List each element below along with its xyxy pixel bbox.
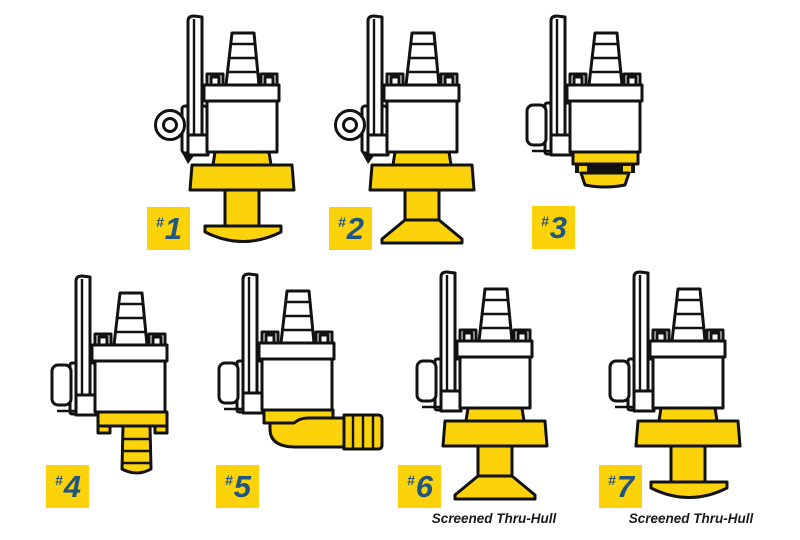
- hose-barb-down: [96, 410, 169, 475]
- item-3-number-badge: # 3: [532, 206, 575, 249]
- valve-upper-assembly: [241, 272, 336, 415]
- valve-upper-assembly: [186, 14, 281, 157]
- item-number: 7: [616, 469, 634, 504]
- item-7-number-badge: # 7: [599, 465, 642, 508]
- hash-symbol: #: [540, 213, 549, 229]
- screened-thru-hull-caption-7: Screened Thru-Hull: [628, 511, 754, 526]
- item-5-number-badge: # 5: [216, 465, 259, 508]
- item-4-number-badge: # 4: [46, 465, 89, 508]
- hash-symbol: #: [406, 472, 415, 488]
- valve-upper-assembly: [632, 270, 727, 413]
- mushroom-thru-hull: [188, 150, 296, 243]
- item-6-number-badge: # 6: [398, 465, 441, 508]
- hash-symbol: #: [224, 472, 233, 488]
- valve-upper-assembly: [549, 14, 644, 157]
- cone-thru-hull: [368, 150, 476, 245]
- item-number: 4: [63, 469, 81, 504]
- mushroom-thru-hull: [634, 406, 742, 499]
- item-number: 6: [415, 469, 433, 504]
- valve-upper-assembly: [74, 274, 169, 417]
- item-number: 5: [233, 469, 251, 504]
- elbow-hose-barb: [262, 408, 384, 451]
- valve-upper-assembly: [366, 14, 461, 157]
- item-1-number-badge: # 1: [147, 207, 190, 250]
- hash-symbol: #: [337, 214, 346, 230]
- item-number: 3: [549, 210, 567, 245]
- hash-symbol: #: [155, 214, 164, 230]
- item-2-number-badge: # 2: [329, 207, 372, 250]
- hash-symbol: #: [607, 472, 616, 488]
- item-number: 1: [164, 211, 182, 246]
- cone-thru-hull: [441, 406, 549, 501]
- hash-symbol: #: [54, 472, 63, 488]
- valve-upper-assembly: [439, 270, 534, 413]
- threaded-base: [571, 150, 640, 189]
- item-number: 2: [346, 211, 364, 246]
- screened-thru-hull-caption-6: Screened Thru-Hull: [431, 511, 557, 526]
